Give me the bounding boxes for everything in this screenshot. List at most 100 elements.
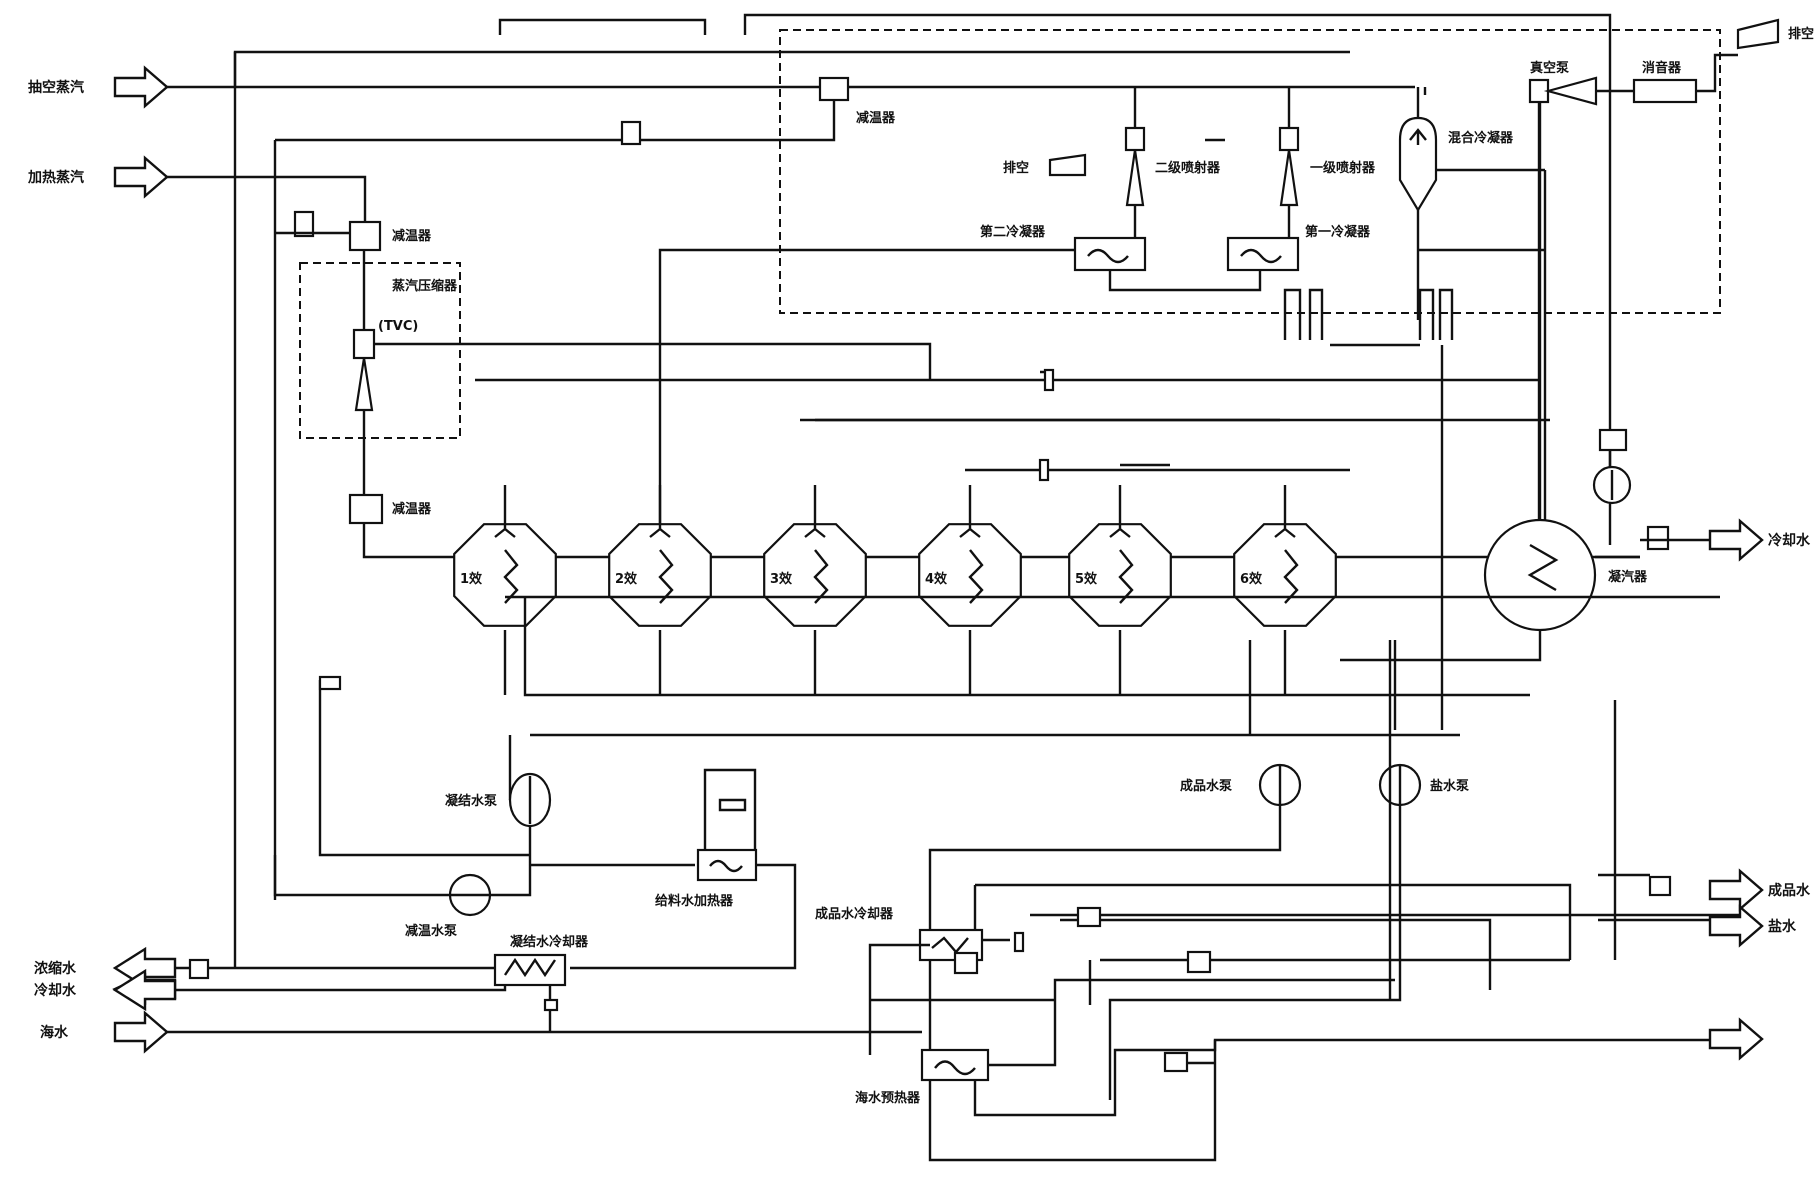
effect-1: 1效 [453,485,557,695]
condenser-pump [1592,428,1632,505]
outlet-cooling-water-right-arrow: 冷却水 [1708,518,1811,562]
effect-label: 6效 [1240,571,1263,587]
effect-vessel [608,523,712,627]
mixing-condenser-lines [1416,87,1545,320]
effect-spray-nozzle [649,485,671,538]
tvc-steam-line [270,175,367,235]
first-ejector-label: 一级喷射器 [1310,160,1376,176]
vacuum-return-line [1330,343,1444,730]
effect-vessel [918,523,1022,627]
condenser-label: 凝汽器 [1608,569,1648,585]
tvc-vapor-line [362,250,932,500]
feed-pump-label: 凝结水泵 [445,793,497,809]
valve-brine-out [188,958,210,980]
desuperheater-top-label: 减温器 [856,110,896,126]
effect-vapor-risers [815,418,1350,472]
first-cooler: 第一冷凝器 [1226,224,1371,272]
second-ejector: 二级喷射器 [1124,126,1221,207]
effect-spray-nozzle [959,485,981,538]
effect-vessel [1233,523,1337,627]
vacuum-pump: 真空泵 [1528,60,1598,106]
effect-3: 3效 [763,485,867,695]
effect-label: 3效 [770,571,793,587]
outlet-cooling-water-right-label: 冷却水 [1768,532,1811,549]
outlet-seawater-discharge-arrow [1708,1017,1764,1061]
effect-5: 5效 [1068,485,1172,695]
effect-label: 5效 [1075,571,1098,587]
effect-spray-nozzle [804,485,826,538]
vent-mid: 排空 [1003,153,1087,177]
valve-sw-2 [1186,950,1212,974]
seawater-preheater: 海水预热器 [855,1048,990,1106]
outlet-concentrated-brine-arrow: 浓缩水 [34,946,177,990]
tvc-label: 蒸汽压缩器 [392,278,458,294]
outlet-brine-label: 盐水 [1768,918,1797,935]
vacuum-drain-loops [1283,288,1454,340]
effect-vessel [763,523,867,627]
vent-label: 排空 [1788,26,1814,42]
product-cooler-lines [868,883,1740,1055]
desuperheater-left-label: 减温器 [392,228,432,244]
brine-pump: 盐水泵 [1378,763,1469,807]
outlet-cooling-water-label: 冷却水 [34,982,77,999]
effect-spray-nozzle [1274,485,1296,538]
desuperheater-lower: 减温器 [348,493,432,525]
desuperheater-lower-label: 减温器 [392,501,432,517]
second-cooler-label: 第二冷凝器 [980,224,1046,240]
effect-coil [1118,549,1134,604]
mixing-condenser-label: 混合冷凝器 [1448,130,1514,146]
effect-coil [658,549,674,604]
tvc-tag-label: (TVC) [378,319,418,334]
outlet-product-water-arrow: 成品水 [1708,868,1811,912]
condensate-cooler-label: 凝结水冷却器 [510,934,589,950]
first-ejector: 一级喷射器 [1278,126,1376,207]
seawater-preheater-label: 海水预热器 [855,1090,921,1106]
effect-coil [968,549,984,604]
condenser-lines [1340,102,1640,662]
steam-upper-line [233,50,1350,87]
outlet-brine-arrow: 盐水 [1708,904,1797,948]
effect-vessel [1068,523,1172,627]
steam-main-line [167,85,1427,95]
vacuum-line [1537,53,1738,545]
valve-condenser-out [1646,525,1670,551]
second-ejector-label: 二级喷射器 [1155,160,1221,176]
outlet-product-water-label: 成品水 [1768,882,1811,899]
desuperheater-feed-line [275,100,836,142]
valve-mid [1038,458,1050,482]
valve-left-lower [318,675,342,691]
effect-6: 6效 [1233,485,1337,695]
valve-product-out [1648,875,1672,897]
vacuum-pump-label: 真空泵 [1530,60,1569,76]
desuperheat-pump-label: 减温水泵 [405,923,457,939]
pump-lines [273,680,1402,1162]
outlet-cooling-water-arrow: 冷却水 [34,968,177,1012]
brine-collection-line [508,640,1397,800]
inlet-motive-steam-label: 抽空蒸汽 [28,79,84,96]
desuperheater-left: 减温器 [348,220,432,252]
feed-heater-out [570,863,797,970]
effect-coil [813,549,829,604]
first-cooler-label: 第一冷凝器 [1305,224,1371,240]
inlet-heating-steam-arrow: 加热蒸汽 [27,155,169,199]
inlet-seawater-label: 海水 [40,1024,69,1041]
product-cooler-label: 成品水冷却器 [815,906,894,922]
product-pump: 成品水泵 [1180,763,1302,807]
valve-header [1043,368,1055,392]
effect-vessel [453,523,557,627]
outlet-concentrated-brine-label: 浓缩水 [34,960,77,977]
product-cooler: 成品水冷却器 [815,906,984,962]
inlet-heating-steam-label: 加热蒸汽 [27,169,84,186]
effect-2: 2效 [608,485,712,695]
vent-mid-label: 排空 [1003,160,1029,176]
effect-label: 4效 [925,571,948,587]
effect-4: 4效 [918,485,1022,695]
second-cooler: 第二冷凝器 [980,224,1147,272]
effect-spray-nozzle [494,485,516,538]
effect-coil [503,549,519,604]
right-collector-lines [1388,640,1710,1000]
valve-product [1013,931,1025,953]
product-pump-label: 成品水泵 [1180,778,1232,794]
tvc-boundary [299,262,461,439]
